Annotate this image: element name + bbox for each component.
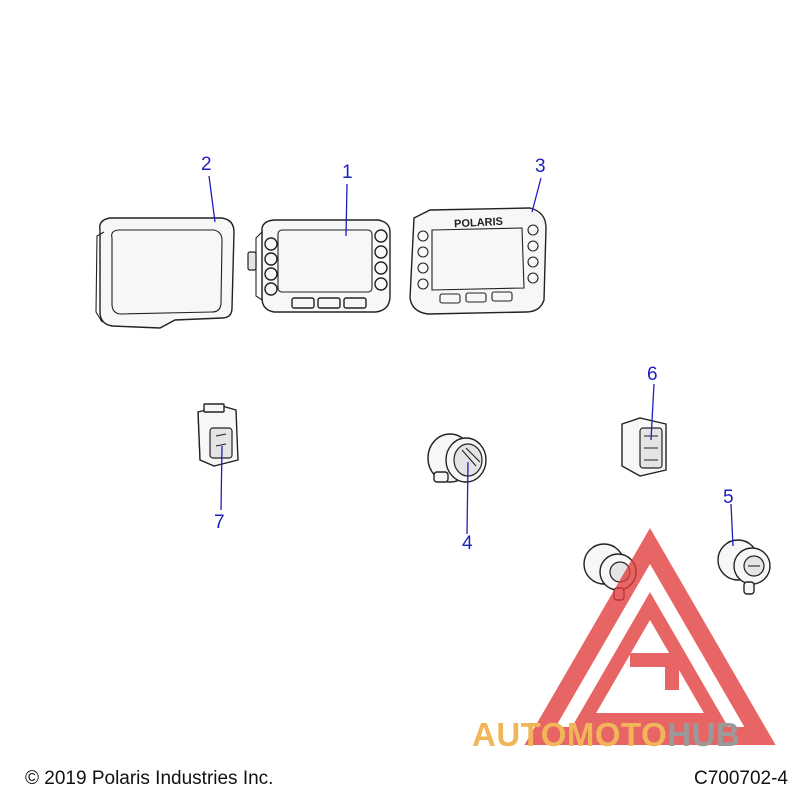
- bezel-holes-right: [527, 224, 539, 284]
- part-3-bezel: POLARIS: [409, 207, 547, 315]
- callout-7: 7: [214, 512, 225, 533]
- part-4-outlet: [427, 433, 487, 483]
- leader-lines: [208, 175, 734, 547]
- watermark-logo-icon: [524, 528, 776, 745]
- bezel-brand-text: POLARIS: [454, 216, 503, 231]
- diagram-code: C700702-4: [693, 768, 788, 789]
- callout-5: 5: [723, 487, 734, 508]
- watermark-text: AUTOMOTOHUB: [472, 716, 740, 754]
- part-2-frame: [95, 217, 235, 329]
- part-7-switch: [197, 403, 239, 467]
- callout-2: 2: [201, 154, 212, 175]
- bezel-slots-bottom: [439, 291, 513, 304]
- display-buttons-bottom: [291, 297, 367, 309]
- watermark-text-secondary: HUB: [667, 716, 741, 753]
- display-buttons-right: [374, 229, 388, 291]
- callout-1: 1: [342, 162, 353, 183]
- bezel-holes-left: [417, 230, 429, 290]
- watermark-text-primary: AUTOMOTO: [472, 716, 668, 753]
- callout-6: 6: [647, 364, 658, 385]
- part-1-display: [247, 219, 391, 313]
- copyright-text: © 2019 Polaris Industries Inc.: [25, 768, 274, 789]
- callout-3: 3: [535, 156, 546, 177]
- callout-4: 4: [462, 533, 473, 554]
- display-buttons-left: [264, 237, 278, 296]
- part-5-socket: [717, 539, 771, 595]
- part-6-switch: [621, 417, 667, 477]
